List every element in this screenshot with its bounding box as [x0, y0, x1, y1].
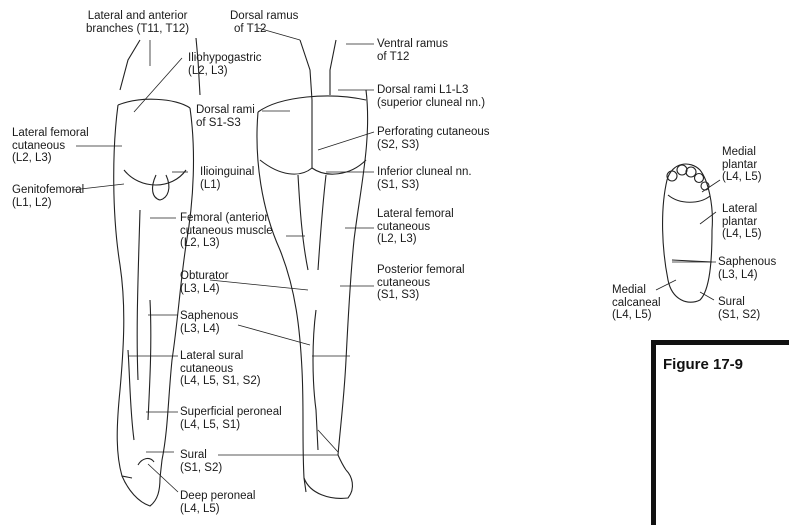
label-lateral-anterior-branches: Lateral and anterior branches (T11, T12): [86, 10, 189, 35]
label-line: Inferior cluneal nn.: [377, 166, 472, 179]
label-deep-peroneal: Deep peroneal (L4, L5): [180, 490, 255, 515]
label-line: Lateral femoral: [12, 127, 89, 140]
label-line: cutaneous: [180, 363, 261, 376]
label-line: Medial: [612, 284, 661, 297]
label-line: of S1-S3: [196, 117, 255, 130]
label-line: (L4, L5, S1): [180, 419, 282, 432]
label-line: of T12: [230, 23, 298, 36]
label-lateral-sural-cutaneous: Lateral sural cutaneous (L4, L5, S1, S2): [180, 350, 261, 388]
label-ilioinguinal: Ilioinguinal (L1): [200, 166, 254, 191]
label-line: (L4, L5): [180, 503, 255, 516]
figure-caption: Figure 17-9: [663, 356, 743, 373]
label-line: Superficial peroneal: [180, 406, 282, 419]
label-posterior-femoral-cutaneous: Posterior femoral cutaneous (S1, S3): [377, 264, 465, 302]
label-line: of T12: [377, 51, 448, 64]
label-saphenous: Saphenous (L3, L4): [180, 310, 238, 335]
label-dorsal-ramus-t12: Dorsal ramus of T12: [230, 10, 298, 35]
label-line: Dorsal rami: [196, 104, 255, 117]
label-line: cutaneous: [377, 277, 465, 290]
label-line: (L1, L2): [12, 197, 84, 210]
label-foot-medial-calcaneal: Medial calcaneal (L4, L5): [612, 284, 661, 322]
label-foot-lateral-plantar: Lateral plantar (L4, L5): [722, 203, 762, 241]
label-line: Iliohypogastric: [188, 52, 262, 65]
label-foot-sural: Sural (S1, S2): [718, 296, 760, 321]
label-line: Ilioinguinal: [200, 166, 254, 179]
label-line: Sural: [180, 449, 222, 462]
label-line: cutaneous: [12, 140, 89, 153]
label-line: (S1, S3): [377, 179, 472, 192]
label-line: Deep peroneal: [180, 490, 255, 503]
label-line: (L1): [200, 179, 254, 192]
label-line: Lateral and anterior: [86, 10, 189, 23]
label-line: Dorsal rami L1-L3: [377, 84, 485, 97]
label-line: (S1, S3): [377, 289, 465, 302]
label-line: cutaneous: [377, 221, 454, 234]
label-ventral-ramus-t12: Ventral ramus of T12: [377, 38, 448, 63]
label-line: (L2, L3): [377, 233, 454, 246]
label-lateral-femoral-cutaneous-anterior: Lateral femoral cutaneous (L2, L3): [12, 127, 89, 165]
label-line: cutaneous muscle: [180, 225, 273, 238]
label-line: branches (T11, T12): [86, 23, 189, 36]
label-line: Saphenous: [180, 310, 238, 323]
label-line: Dorsal ramus: [230, 10, 298, 23]
label-line: Obturator: [180, 270, 229, 283]
label-sural: Sural (S1, S2): [180, 449, 222, 474]
label-foot-medial-plantar: Medial plantar (L4, L5): [722, 146, 762, 184]
label-line: (S2, S3): [377, 139, 490, 152]
label-obturator: Obturator (L3, L4): [180, 270, 229, 295]
label-line: plantar: [722, 159, 762, 172]
label-line: Medial: [722, 146, 762, 159]
label-iliohypogastric: Iliohypogastric (L2, L3): [188, 52, 262, 77]
label-line: (L3, L4): [180, 323, 238, 336]
label-line: (L2, L3): [12, 152, 89, 165]
label-line: (L2, L3): [180, 237, 273, 250]
label-line: (L3, L4): [718, 269, 776, 282]
label-dorsal-rami-s1-s3: Dorsal rami of S1-S3: [196, 104, 255, 129]
label-superficial-peroneal: Superficial peroneal (L4, L5, S1): [180, 406, 282, 431]
label-line: Saphenous: [718, 256, 776, 269]
label-line: (S1, S2): [718, 309, 760, 322]
label-line: (L3, L4): [180, 283, 229, 296]
label-line: (superior cluneal nn.): [377, 97, 485, 110]
label-line: (S1, S2): [180, 462, 222, 475]
label-line: (L4, L5, S1, S2): [180, 375, 261, 388]
label-line: (L4, L5): [612, 309, 661, 322]
label-line: Genitofemoral: [12, 184, 84, 197]
label-foot-saphenous: Saphenous (L3, L4): [718, 256, 776, 281]
label-line: Posterior femoral: [377, 264, 465, 277]
label-line: plantar: [722, 216, 762, 229]
label-femoral: Femoral (anterior cutaneous muscle (L2, …: [180, 212, 273, 250]
label-inferior-cluneal: Inferior cluneal nn. (S1, S3): [377, 166, 472, 191]
label-line: Lateral femoral: [377, 208, 454, 221]
label-line: Lateral: [722, 203, 762, 216]
label-line: (L2, L3): [188, 65, 262, 78]
label-line: Lateral sural: [180, 350, 261, 363]
label-line: Perforating cutaneous: [377, 126, 490, 139]
label-line: Femoral (anterior: [180, 212, 273, 225]
label-genitofemoral: Genitofemoral (L1, L2): [12, 184, 84, 209]
plantar-foot-figure: [663, 164, 713, 302]
label-line: (L4, L5): [722, 171, 762, 184]
label-perforating-cutaneous: Perforating cutaneous (S2, S3): [377, 126, 490, 151]
label-line: Ventral ramus: [377, 38, 448, 51]
label-line: (L4, L5): [722, 228, 762, 241]
label-line: calcaneal: [612, 297, 661, 310]
label-line: Sural: [718, 296, 760, 309]
label-dorsal-rami-l1-l3: Dorsal rami L1-L3 (superior cluneal nn.): [377, 84, 485, 109]
label-lateral-femoral-cutaneous-posterior: Lateral femoral cutaneous (L2, L3): [377, 208, 454, 246]
